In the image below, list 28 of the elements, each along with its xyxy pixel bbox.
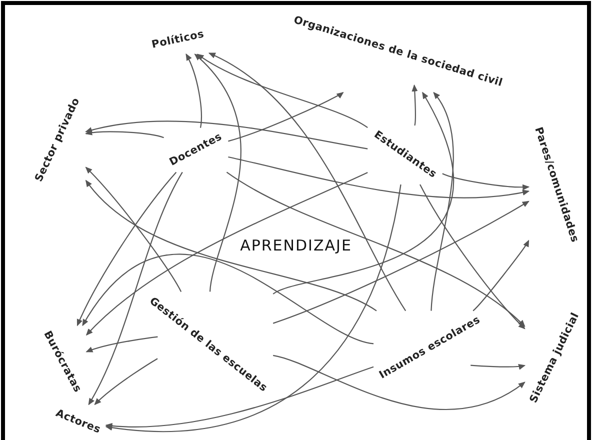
arrow: [186, 53, 202, 128]
arrow: [272, 200, 530, 324]
arrow: [228, 156, 530, 198]
arrow: [228, 92, 344, 142]
arrow: [208, 52, 406, 312]
arrow: [472, 240, 530, 312]
arrow: [86, 172, 368, 336]
arrow: [470, 364, 526, 370]
arrow: [105, 184, 402, 432]
arrow: [442, 173, 530, 190]
arrow: [272, 92, 454, 294]
arrow: [82, 254, 374, 344]
arrow: [94, 358, 158, 406]
arrow: [226, 172, 526, 327]
arrow: [194, 54, 242, 292]
arrow: [85, 166, 182, 292]
arrow: [412, 84, 418, 126]
arrow: [105, 366, 374, 429]
arrow: [85, 130, 164, 138]
arrow: [272, 354, 526, 410]
arrow: [85, 180, 377, 312]
arrow: [85, 120, 368, 150]
arrow: [196, 54, 368, 128]
arrow: [88, 172, 183, 406]
arrow: [76, 172, 177, 326]
arrow: [420, 184, 526, 330]
arrow: [86, 336, 158, 353]
arrow: [430, 92, 454, 311]
